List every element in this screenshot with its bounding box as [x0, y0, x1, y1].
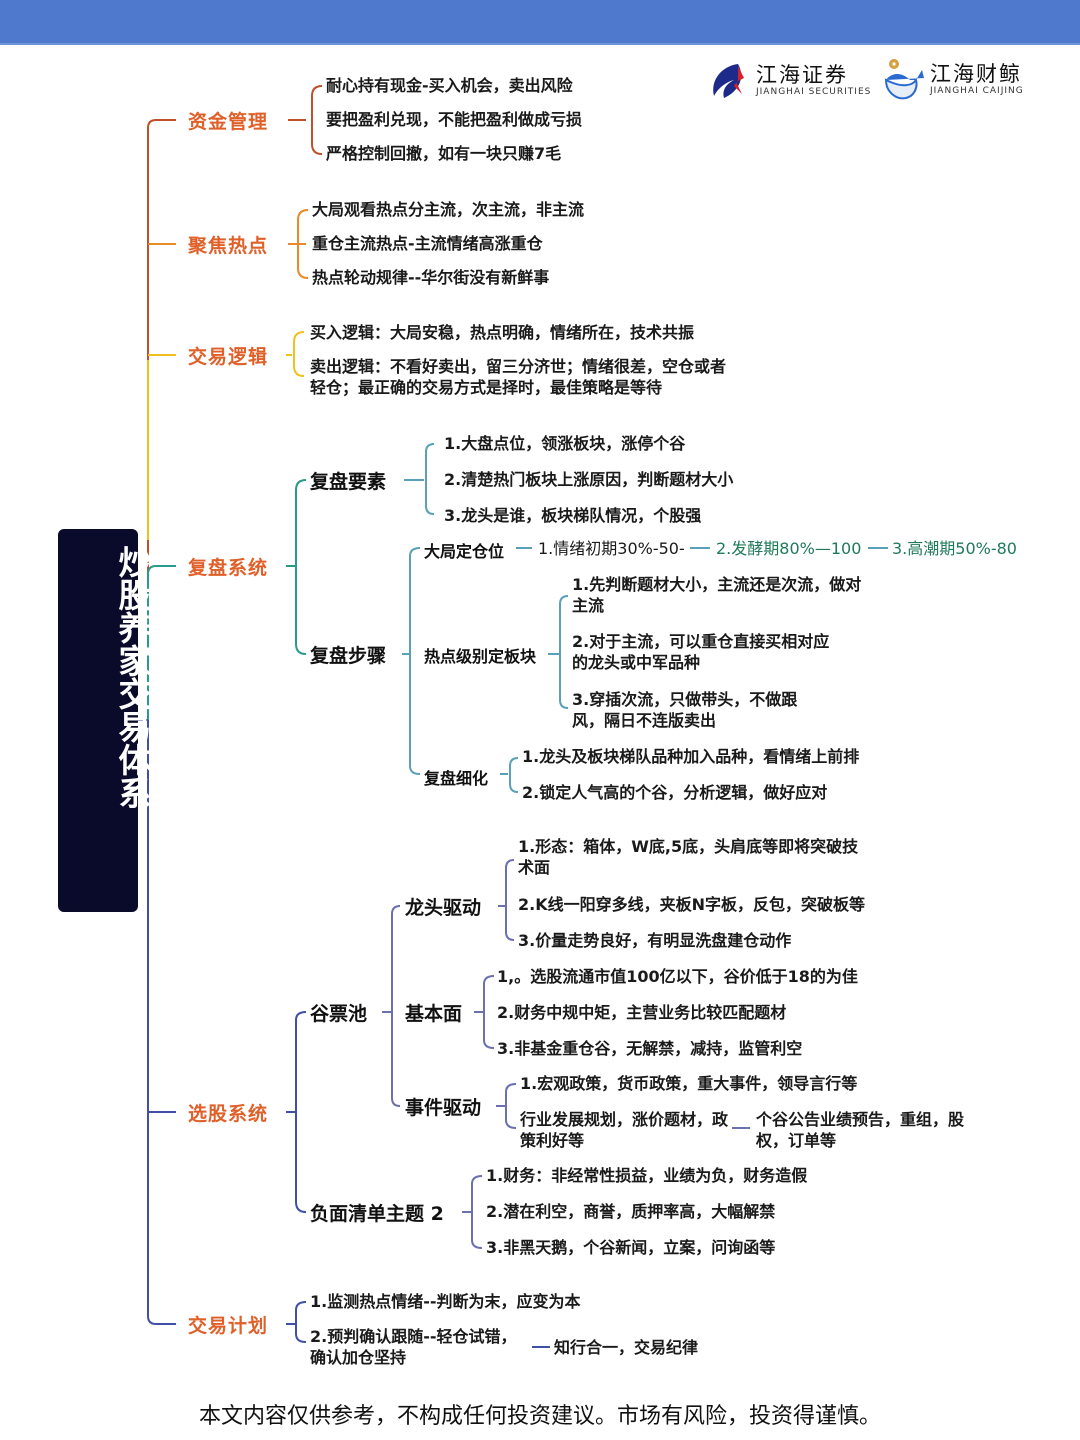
review-refine: 复盘细化 — [424, 769, 489, 788]
hot-level-sector: 热点级别定板块 — [424, 647, 537, 666]
negative-item: 1.财务：非经常性损益，业绩为负，财务造假 — [486, 1166, 808, 1185]
branch-money-management: 资金管理 — [188, 111, 269, 133]
review-element-item: 3.龙头是谁，板块梯队情况，个股强 — [444, 506, 702, 525]
fundamentals: 基本面 — [405, 1003, 463, 1025]
hot-item: 重仓主流热点-主流情绪高涨重仓 — [312, 234, 543, 253]
event-driven: 事件驱动 — [405, 1097, 482, 1119]
hot-item: 热点轮动规律--华尔街没有新鲜事 — [312, 268, 550, 287]
hot-level-item: 1.先判断题材大小，主流还是次流，做对主流 — [572, 575, 862, 615]
stock-pool: 谷票池 — [310, 1003, 368, 1025]
review-elements: 复盘要素 — [310, 471, 387, 493]
logic-buy: 买入逻辑：大局安稳，热点明确，情绪所在，技术共振 — [310, 323, 695, 342]
hot-item: 大局观看热点分主流，次主流，非主流 — [312, 200, 585, 219]
stage-ferment: 2.发酵期80%—100 — [716, 539, 862, 558]
event-extra: 个谷公告业绩预告，重组，股权，订单等 — [756, 1110, 965, 1150]
plan-extra: 知行合一，交易纪律 — [554, 1338, 699, 1357]
branch-trading-logic: 交易逻辑 — [188, 346, 269, 368]
root-node: 炒股养家交易体系 — [58, 529, 152, 912]
money-item: 严格控制回撤，如有一块只赚7毛 — [326, 144, 562, 163]
branch-trading-plan: 交易计划 — [188, 1315, 269, 1337]
disclaimer: 本文内容仅供参考，不构成任何投资建议。市场有风险，投资得谨慎。 — [198, 1404, 881, 1429]
negative-item: 2.潜在利空，商誉，质押率高，大幅解禁 — [486, 1202, 776, 1221]
branch-focus-hotspot: 聚焦热点 — [188, 235, 269, 257]
logo-cn: 江海证券 — [756, 63, 848, 87]
branch-stock-selection: 选股系统 — [188, 1103, 269, 1125]
stage-climax: 3.高潮期50%-80 — [892, 539, 1017, 558]
plan-item: 2.预判确认跟随--轻仓试错，确认加仓坚持 — [310, 1327, 517, 1367]
top-banner — [0, 0, 1080, 45]
fundamental-item: 3.非基金重仓谷，无解禁，减持，监管利空 — [497, 1039, 803, 1058]
negative-item: 3.非黑天鹅，个谷新闻，立案，问询函等 — [486, 1238, 776, 1257]
root-title: 炒股养家交易体系 — [113, 545, 152, 809]
money-item: 要把盈利兑现，不能把盈利做成亏损 — [326, 110, 583, 129]
review-element-item: 2.清楚热门板块上涨原因，判断题材大小 — [444, 470, 734, 489]
branch-review-system: 复盘系统 — [188, 557, 269, 579]
logo-en: JIANGHAI CAIJING — [930, 86, 1024, 96]
hot-level-item: 2.对于主流，可以重仓直接买相对应的龙头或中军品种 — [572, 632, 830, 672]
leader-item: 2.K线一阳穿多线，夹板N字板，反包，突破板等 — [518, 895, 866, 914]
refine-item: 1.龙头及板块梯队品种加入品种，看情绪上前排 — [522, 747, 860, 766]
fundamental-item: 1,。选股流通市值100亿以下，谷价低于18的为佳 — [497, 967, 858, 986]
plan-item: 1.监测热点情绪--判断为末，应变为本 — [310, 1292, 581, 1311]
stage-early: 1.情绪初期30%-50- — [538, 539, 685, 558]
jianghai-securities-logo: 江海证券 JIANGHAI SECURITIES — [708, 60, 871, 102]
logo-en: JIANGHAI SECURITIES — [756, 87, 872, 97]
logo-cn: 江海财鲸 — [930, 62, 1022, 86]
review-steps: 复盘步骤 — [310, 645, 387, 667]
leader-item: 3.价量走势良好，有明显洗盘建仓动作 — [518, 931, 792, 950]
review-element-item: 1.大盘点位，领涨板块，涨停个谷 — [444, 434, 686, 453]
logic-sell: 卖出逻辑：不看好卖出，留三分济世；情绪很差，空仓或者轻仓；最正确的交易方式是择时… — [310, 357, 727, 397]
jianghai-caijing-logo: 江海财鲸 JIANGHAI CAIJING — [882, 58, 1024, 102]
position-by-market: 大局定仓位 — [424, 542, 505, 561]
event-item: 行业发展规划，涨价题材，政策利好等 — [520, 1110, 729, 1150]
leader-item: 1.形态：箱体，W底,5底，头肩底等即将突破技术面 — [518, 837, 859, 877]
fundamental-item: 2.财务中规中矩，主营业务比较匹配题材 — [497, 1003, 787, 1022]
jianghai-securities-icon — [713, 64, 744, 98]
event-item: 1.宏观政策，货币政策，重大事件，领导言行等 — [520, 1074, 858, 1093]
whale-icon — [884, 59, 924, 100]
leader-driven: 龙头驱动 — [405, 897, 482, 919]
negative-list: 负面清单主题 2 — [310, 1203, 444, 1225]
refine-item: 2.锁定人气高的个谷，分析逻辑，做好应对 — [522, 783, 828, 802]
money-item: 耐心持有现金-买入机会，卖出风险 — [326, 76, 573, 95]
hot-level-item: 3.穿插次流，只做带头，不做跟风，隔日不连版卖出 — [572, 690, 798, 730]
